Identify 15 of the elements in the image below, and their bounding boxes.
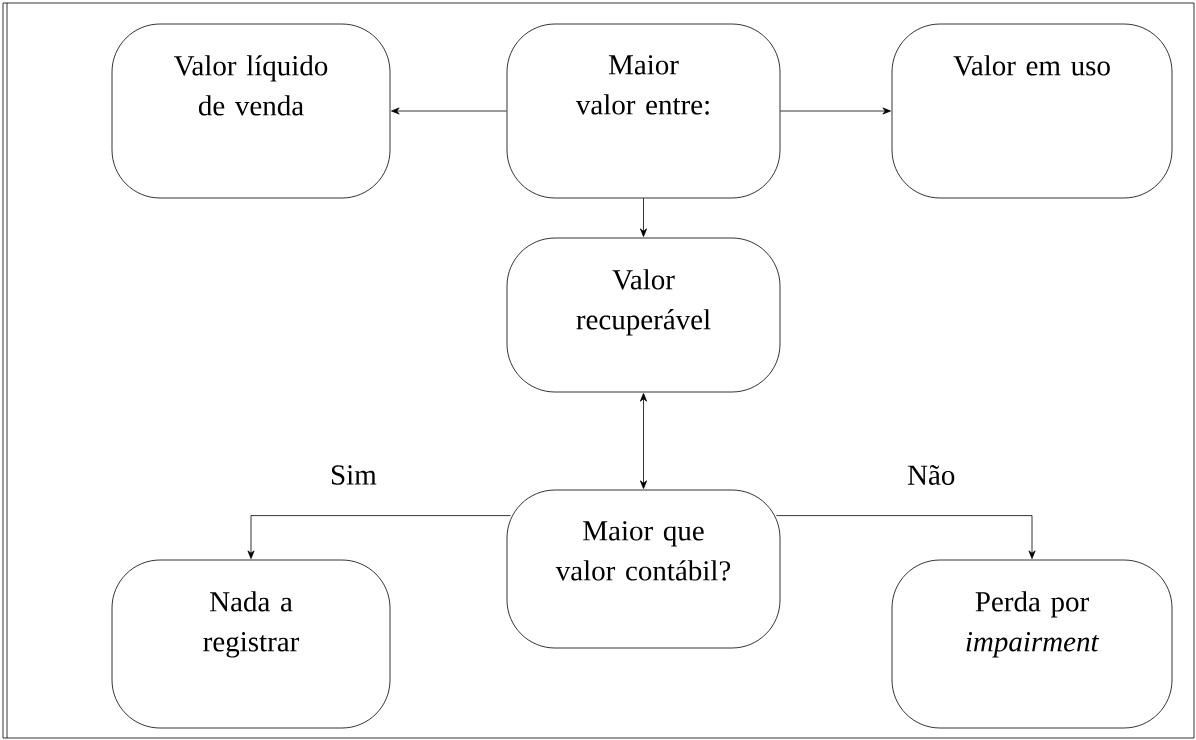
arrow [640, 393, 647, 489]
rounded-box: Maior que valor contábil? [506, 489, 781, 649]
arrow [780, 107, 891, 115]
rounded-box: Nada a registrar [111, 559, 391, 729]
rounded-box: Perda por impairment [891, 559, 1173, 729]
arrow [247, 515, 511, 559]
arrow [391, 107, 507, 115]
edge-label: Não [905, 463, 958, 487]
rounded-box: Valor líquido de venda [111, 23, 391, 199]
rounded-box: Valor recuperável [506, 237, 781, 393]
arrow [640, 198, 647, 237]
arrow [776, 515, 1036, 559]
rounded-box: Maior valor entre: [506, 23, 781, 199]
rounded-box: Valor em uso [891, 23, 1173, 199]
edge-label: Sim [328, 463, 379, 487]
